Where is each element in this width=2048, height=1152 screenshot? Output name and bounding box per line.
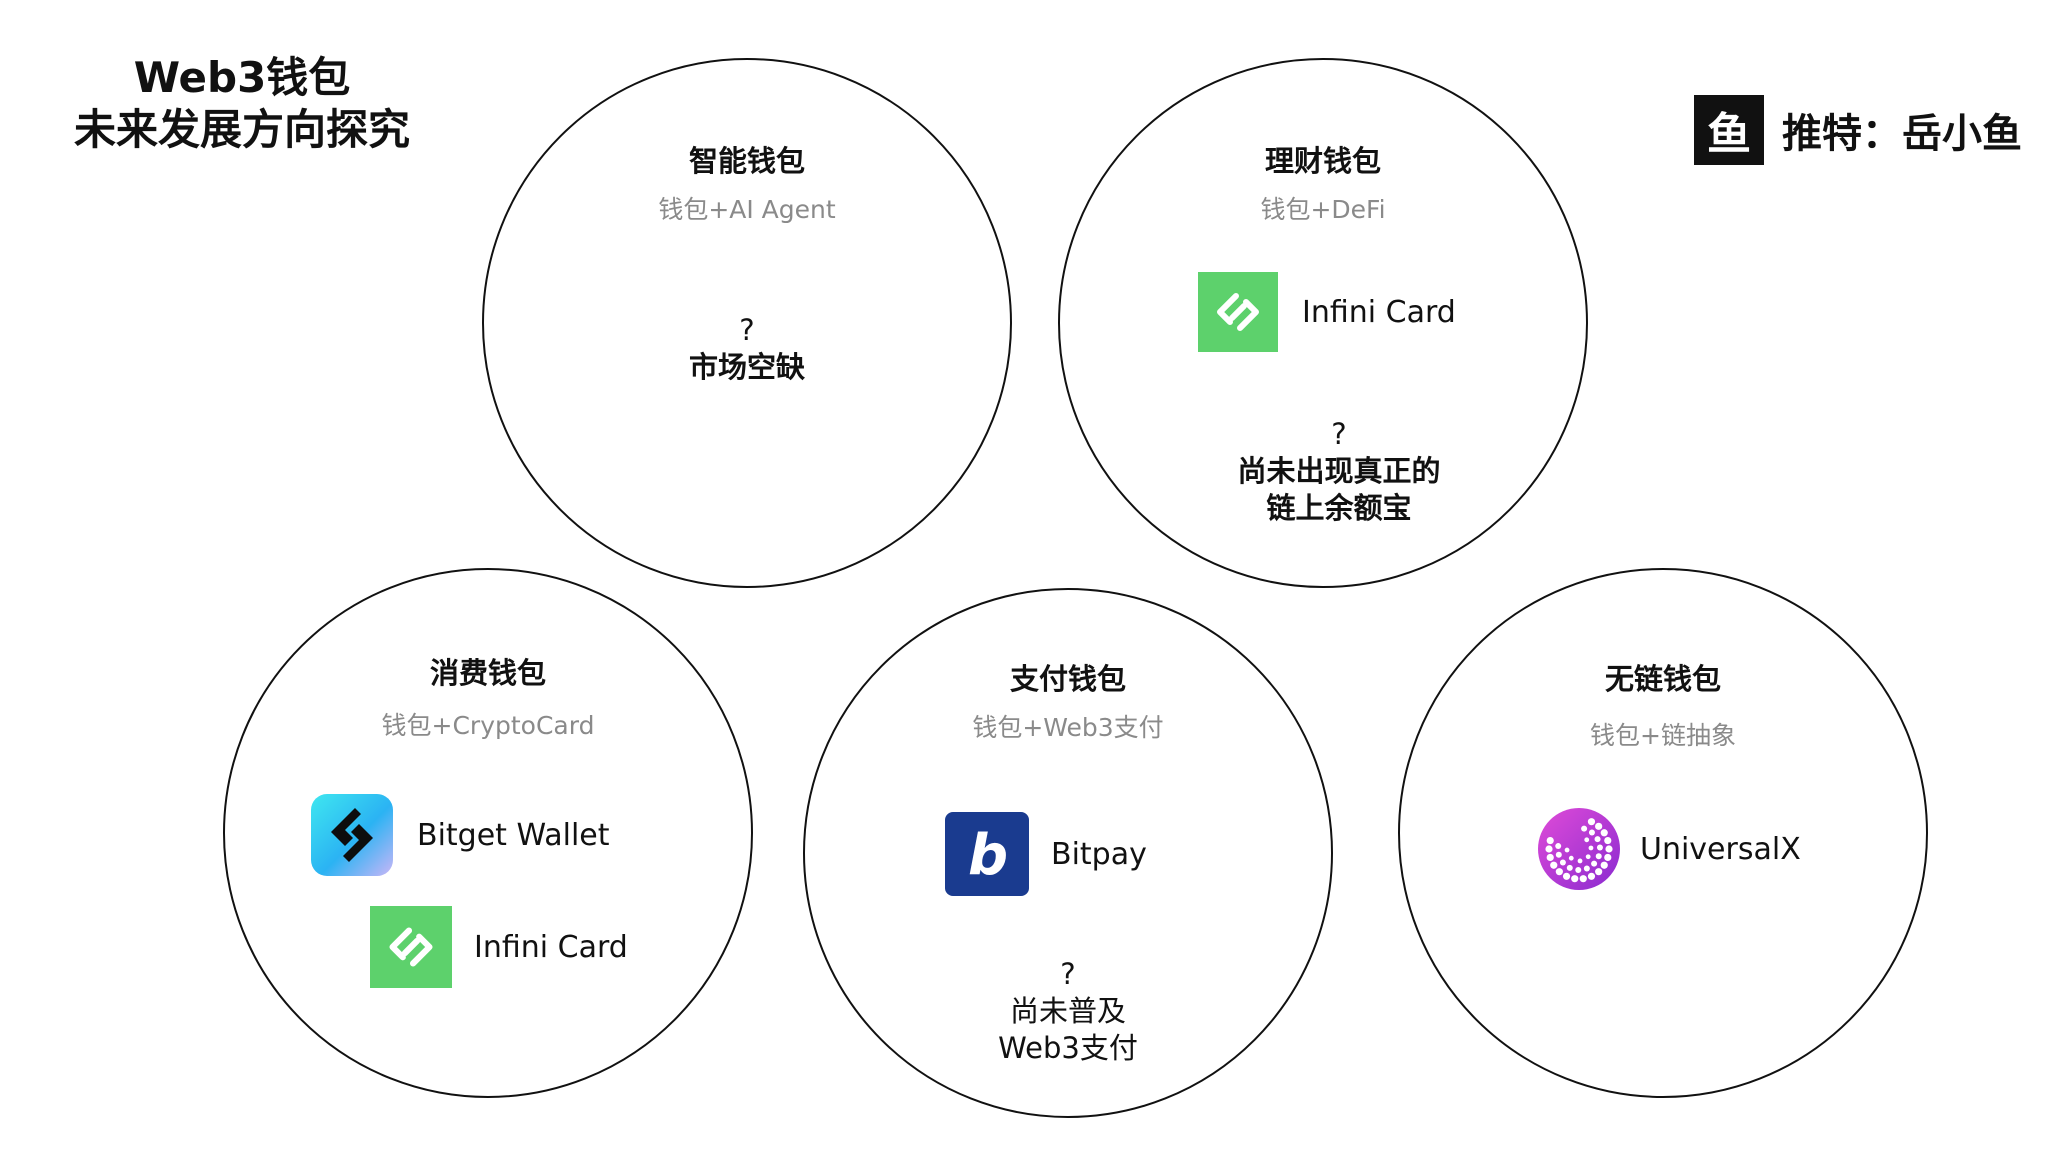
circle-consumer-wallet: 消费钱包 钱包+CryptoCard Bitget Wallet bbox=[223, 568, 753, 1098]
universalx-dot bbox=[1588, 829, 1595, 836]
circle-smart-wallet: 智能钱包 钱包+AI Agent ? 市场空缺 bbox=[482, 58, 1012, 588]
note-question-mark: ? bbox=[1331, 417, 1347, 451]
bitget-wallet-icon bbox=[311, 794, 393, 876]
project-name: UniversalX bbox=[1640, 831, 1801, 867]
circle-title: 消费钱包 bbox=[429, 656, 546, 690]
universalx-dot bbox=[1555, 868, 1563, 876]
circle-subtitle: 钱包+CryptoCard bbox=[381, 711, 595, 740]
universalx-dot bbox=[1604, 853, 1612, 862]
circle-subtitle: 钱包+链抽象 bbox=[1590, 721, 1736, 750]
note-question-mark: ? bbox=[739, 313, 755, 347]
universalx-dot bbox=[1605, 845, 1613, 853]
universalx-dots bbox=[1545, 818, 1613, 883]
circle-subtitle: 钱包+Web3支付 bbox=[972, 713, 1164, 742]
infini-card-icon bbox=[1198, 272, 1278, 352]
project-name: Bitget Wallet bbox=[417, 817, 610, 853]
universalx-dot bbox=[1566, 864, 1573, 871]
note-line: Web3支付 bbox=[998, 1031, 1138, 1065]
note-line: 尚未普及 bbox=[1009, 994, 1126, 1028]
universalx-dot bbox=[1600, 829, 1608, 837]
universalx-dot bbox=[1577, 858, 1583, 864]
project-name: Infini Card bbox=[1302, 294, 1456, 330]
circle-subtitle: 钱包+DeFi bbox=[1260, 195, 1386, 224]
infini-card-icon bbox=[370, 906, 452, 988]
universalx-dot bbox=[1571, 875, 1579, 883]
circle-note: ? 尚未普及 Web3支付 bbox=[805, 956, 1331, 1067]
circle-finance-wallet: 理财钱包 钱包+DeFi Infini Card ? 尚未出现真正的 链上余额宝 bbox=[1058, 58, 1588, 588]
note-question-mark: ? bbox=[1060, 957, 1076, 991]
note-line: 尚未出现真正的 bbox=[1237, 454, 1441, 488]
universalx-dot bbox=[1550, 861, 1558, 869]
brand-badge: 鱼 推特：岳小鱼 bbox=[1694, 95, 2022, 165]
universalx-dot bbox=[1555, 843, 1562, 850]
universalx-icon bbox=[1538, 808, 1620, 890]
universalx-dot bbox=[1604, 836, 1612, 845]
svg-text:b: b bbox=[968, 823, 1008, 888]
circle-note: ? 尚未出现真正的 链上余额宝 bbox=[1076, 416, 1602, 527]
project-row: Infini Card bbox=[370, 906, 628, 988]
circle-subtitle: 钱包+AI Agent bbox=[658, 195, 836, 224]
universalx-dot bbox=[1584, 837, 1590, 843]
universalx-dot bbox=[1579, 875, 1587, 883]
circle-title: 无链钱包 bbox=[1604, 662, 1721, 696]
universalx-dot bbox=[1596, 844, 1603, 851]
universalx-dot bbox=[1559, 859, 1566, 866]
circle-note: ? 市场空缺 bbox=[484, 312, 1010, 386]
universalx-dot bbox=[1583, 865, 1590, 872]
universalx-dot bbox=[1588, 845, 1594, 851]
title-line-2: 未来发展方向探究 bbox=[73, 105, 410, 154]
universalx-dot bbox=[1594, 836, 1601, 843]
universalx-dot bbox=[1585, 854, 1591, 860]
universalx-dot bbox=[1587, 872, 1596, 880]
project-name: Bitpay bbox=[1051, 836, 1147, 872]
note-line: 市场空缺 bbox=[688, 350, 805, 384]
circle-title: 智能钱包 bbox=[688, 144, 805, 178]
universalx-dot bbox=[1546, 853, 1554, 862]
circle-title: 理财钱包 bbox=[1264, 144, 1381, 178]
project-row: Bitget Wallet bbox=[311, 794, 610, 876]
note-line: 链上余额宝 bbox=[1266, 491, 1412, 525]
project-row: b Bitpay bbox=[945, 812, 1147, 896]
fish-logo-icon: 鱼 bbox=[1694, 95, 1764, 165]
universalx-dot bbox=[1581, 825, 1588, 832]
circle-chainless-wallet: 无链钱包 钱包+链抽象 UniversalX bbox=[1398, 568, 1928, 1098]
universalx-dot bbox=[1595, 868, 1603, 876]
project-row: Infini Card bbox=[1198, 272, 1456, 352]
universalx-dot bbox=[1595, 822, 1603, 830]
universalx-dot bbox=[1600, 861, 1608, 869]
project-row: UniversalX bbox=[1538, 808, 1801, 890]
title-line-1: Web3钱包 bbox=[133, 53, 351, 102]
twitter-handle: 推特：岳小鱼 bbox=[1782, 111, 2022, 157]
universalx-dot bbox=[1595, 853, 1602, 860]
universalx-dot bbox=[1564, 847, 1570, 853]
universalx-dot bbox=[1546, 836, 1554, 845]
project-name: Infini Card bbox=[474, 929, 628, 965]
universalx-dot bbox=[1568, 855, 1574, 861]
universalx-dot bbox=[1555, 851, 1562, 858]
page-title: Web3钱包 未来发展方向探究 bbox=[62, 52, 422, 156]
universalx-dot bbox=[1545, 845, 1553, 853]
universalx-dot bbox=[1562, 872, 1571, 880]
circle-title: 支付钱包 bbox=[1009, 662, 1126, 696]
bitpay-icon: b bbox=[945, 812, 1029, 896]
circle-payment-wallet: 支付钱包 钱包+Web3支付 b Bitpay ? 尚未普及 Web3支付 bbox=[803, 588, 1333, 1118]
universalx-dot bbox=[1575, 866, 1582, 873]
universalx-dot bbox=[1587, 818, 1596, 826]
universalx-dot bbox=[1591, 860, 1598, 867]
